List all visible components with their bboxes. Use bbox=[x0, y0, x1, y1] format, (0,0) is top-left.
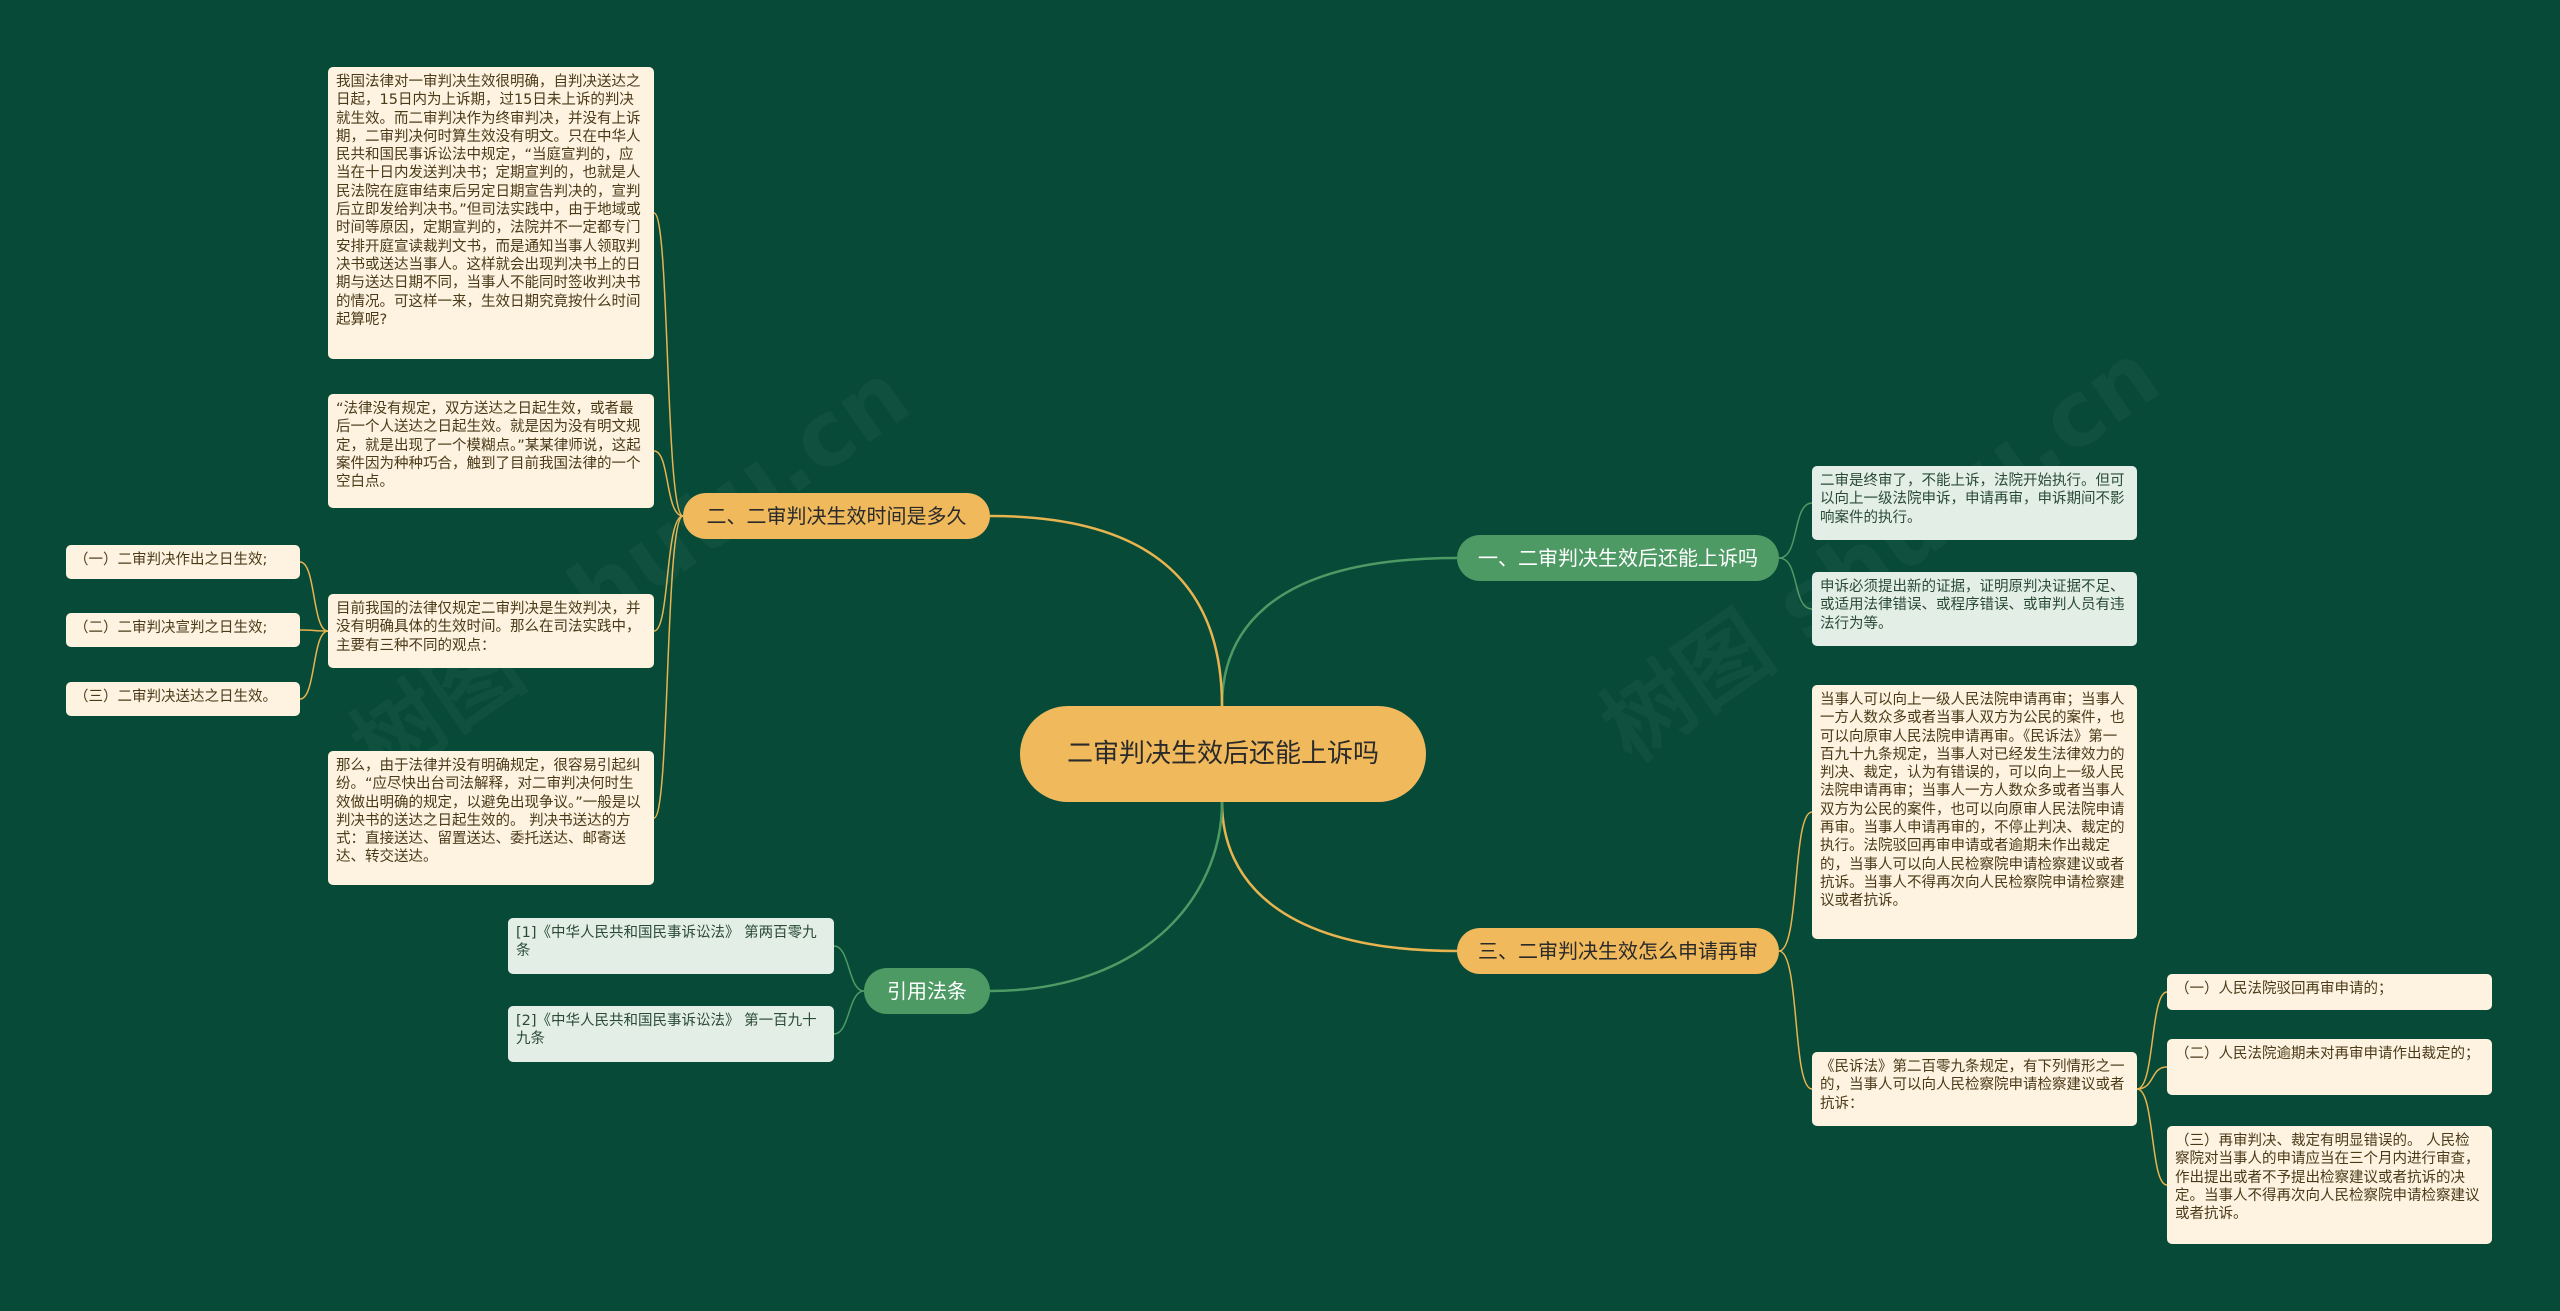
leaf-text: “法律没有规定，双方送达之日起生效，或者最后一个人送达之日起生效。就是因为没有明… bbox=[336, 401, 641, 491]
link-b4-l4a bbox=[833, 945, 865, 992]
leaf-case-3[interactable]: （三）再审判决、裁定有明显错误的。 人民检察院对当事人的申请应当在三个月内进行审… bbox=[2167, 1126, 2492, 1244]
leaf-view-3[interactable]: （三）二审判决送达之日生效。 bbox=[66, 682, 300, 716]
leaf-text: （一）二审判决作出之日生效; bbox=[74, 552, 268, 568]
leaf-first-instance-rules[interactable]: 我国法律对一审判决生效很明确，自判决送达之日起，15日内为上诉期，过15日未上诉… bbox=[328, 67, 654, 359]
link-b2-l2a bbox=[653, 212, 684, 517]
link-root-b2 bbox=[989, 514, 1224, 707]
leaf-case-2[interactable]: （二）人民法院逾期未对再审申请作出裁定的； bbox=[2167, 1039, 2492, 1095]
leaf-article-209[interactable]: 《民诉法》第二百零九条规定，有下列情形之一的，当事人可以向人民检察院申请检察建议… bbox=[1812, 1052, 2137, 1126]
link-b2-l2d bbox=[653, 515, 684, 819]
branch-apply-retrial[interactable]: 三、二审判决生效怎么申请再审 bbox=[1457, 928, 1779, 974]
branch-label: 三、二审判决生效怎么申请再审 bbox=[1478, 939, 1758, 963]
link-l2c-3 bbox=[299, 630, 329, 700]
leaf-text: （三）二审判决送达之日生效。 bbox=[74, 689, 277, 705]
leaf-text: 我国法律对一审判决生效很明确，自判决送达之日起，15日内为上诉期，过15日未上诉… bbox=[336, 74, 641, 328]
link-root-b4 bbox=[989, 801, 1224, 993]
leaf-text: 二审是终审了，不能上诉，法院开始执行。但可以向上一级法院申诉，申请再审，申诉期间… bbox=[1820, 473, 2125, 526]
leaf-three-views[interactable]: 目前我国的法律仅规定二审判决是生效判决，并没有明确具体的生效时间。那么在司法实践… bbox=[328, 594, 654, 668]
leaf-lawyer-quote[interactable]: “法律没有规定，双方送达之日起生效，或者最后一个人送达之日起生效。就是因为没有明… bbox=[328, 394, 654, 508]
link-root-b3 bbox=[1220, 801, 1458, 953]
leaf-text: （二）人民法院逾期未对再审申请作出裁定的； bbox=[2175, 1046, 2480, 1062]
leaf-text: （二）二审判决宣判之日生效; bbox=[74, 620, 268, 636]
leaf-citation-1[interactable]: [1]《中华人民共和国民事诉讼法》 第两百零九条 bbox=[508, 918, 834, 974]
leaf-text: 申诉必须提出新的证据，证明原判决证据不足、或适用法律错误、或程序错误、或审判人员… bbox=[1820, 579, 2125, 632]
leaf-text: [1]《中华人民共和国民事诉讼法》 第两百零九条 bbox=[516, 925, 817, 960]
branch-label: 一、二审判决生效后还能上诉吗 bbox=[1478, 546, 1758, 570]
link-root-b1 bbox=[1220, 556, 1458, 707]
leaf-view-2[interactable]: （二）二审判决宣判之日生效; bbox=[66, 613, 300, 647]
link-r3b-3 bbox=[2136, 1088, 2168, 1186]
link-r3b-2 bbox=[2136, 1066, 2168, 1090]
leaf-text: 当事人可以向上一级人民法院申请再审；当事人一方人数众多或者当事人双方为公民的案件… bbox=[1820, 692, 2125, 910]
branch-cited-laws[interactable]: 引用法条 bbox=[864, 968, 990, 1014]
branch-appeal-after-effect[interactable]: 一、二审判决生效后还能上诉吗 bbox=[1457, 535, 1779, 581]
link-b2-l2c bbox=[653, 515, 684, 632]
branch-label: 二、二审判决生效时间是多久 bbox=[706, 504, 967, 528]
branch-effective-time[interactable]: 二、二审判决生效时间是多久 bbox=[683, 493, 990, 539]
link-b3-r3b bbox=[1778, 950, 1813, 1090]
leaf-citation-2[interactable]: [2]《中华人民共和国民事诉讼法》 第一百九十九条 bbox=[508, 1006, 834, 1062]
link-b2-l2b bbox=[653, 450, 684, 517]
leaf-appeal-evidence[interactable]: 申诉必须提出新的证据，证明原判决证据不足、或适用法律错误、或程序错误、或审判人员… bbox=[1812, 572, 2137, 646]
link-b1-r1a bbox=[1778, 502, 1813, 559]
branch-label: 引用法条 bbox=[887, 979, 967, 1003]
link-r3b-1 bbox=[2136, 991, 2168, 1090]
leaf-text: （一）人民法院驳回再审申请的； bbox=[2175, 981, 2393, 997]
root-topic[interactable]: 二审判决生效后还能上诉吗 bbox=[1020, 706, 1426, 802]
root-title: 二审判决生效后还能上诉吗 bbox=[1066, 739, 1379, 769]
link-b3-r3a bbox=[1778, 811, 1813, 952]
leaf-text: [2]《中华人民共和国民事诉讼法》 第一百九十九条 bbox=[516, 1013, 817, 1048]
link-l2c-2 bbox=[299, 629, 329, 632]
link-b4-l4b bbox=[833, 990, 865, 1035]
leaf-dispute-delivery[interactable]: 那么，由于法律并没有明确规定，很容易引起纠纷。“应尽快出台司法解释，对二审判决何… bbox=[328, 751, 654, 885]
link-b1-r1b bbox=[1778, 557, 1813, 610]
leaf-text: 那么，由于法律并没有明确规定，很容易引起纠纷。“应尽快出台司法解释，对二审判决何… bbox=[336, 758, 641, 866]
leaf-text: 目前我国的法律仅规定二审判决是生效判决，并没有明确具体的生效时间。那么在司法实践… bbox=[336, 601, 641, 654]
leaf-retrial-rules[interactable]: 当事人可以向上一级人民法院申请再审；当事人一方人数众多或者当事人双方为公民的案件… bbox=[1812, 685, 2137, 939]
link-l2c-1 bbox=[299, 561, 329, 632]
leaf-text: 《民诉法》第二百零九条规定，有下列情形之一的，当事人可以向人民检察院申请检察建议… bbox=[1820, 1059, 2125, 1112]
leaf-view-1[interactable]: （一）二审判决作出之日生效; bbox=[66, 545, 300, 579]
leaf-case-1[interactable]: （一）人民法院驳回再审申请的； bbox=[2167, 974, 2492, 1010]
leaf-text: （三）再审判决、裁定有明显错误的。 人民检察院对当事人的申请应当在三个月内进行审… bbox=[2175, 1133, 2480, 1223]
leaf-final-judgment[interactable]: 二审是终审了，不能上诉，法院开始执行。但可以向上一级法院申诉，申请再审，申诉期间… bbox=[1812, 466, 2137, 540]
